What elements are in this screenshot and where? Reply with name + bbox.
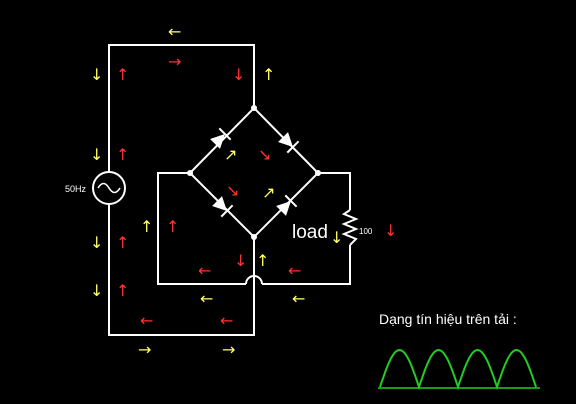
junction-left — [187, 170, 193, 176]
current-arrow: ← — [198, 261, 211, 280]
current-arrow: ↗ — [224, 145, 237, 164]
sine-wave-icon — [97, 182, 121, 194]
current-arrow: ↑ — [140, 217, 153, 236]
junction-bottom — [251, 234, 257, 240]
current-arrow: ↑ — [116, 233, 129, 252]
current-arrow: ↑ — [116, 281, 129, 300]
current-arrow: ↗ — [262, 183, 275, 202]
current-arrow: ← — [220, 311, 233, 330]
current-arrow: ↑ — [262, 65, 275, 84]
current-arrow: ↓ — [90, 281, 103, 300]
current-arrow: ↓ — [232, 65, 245, 84]
current-arrow: ↓ — [330, 228, 343, 247]
current-arrow: ↘ — [226, 181, 239, 200]
current-arrow: → — [138, 340, 151, 359]
load-loop-wire — [157, 172, 246, 285]
load-label: load — [292, 222, 328, 243]
current-arrow: ↓ — [90, 65, 103, 84]
current-arrow: ↑ — [166, 217, 179, 236]
bridge-diamond — [188, 106, 320, 239]
rectified-waveform — [379, 348, 537, 391]
current-flow-arrows: ← ↑ ↓ ↓ ↓ ↓ ↗ ↗ ↑ ↑ ← ← → → ↓ → ↓ ↑ ↑ ↑ … — [90, 22, 397, 359]
load-feed-wire — [318, 172, 351, 210]
current-arrow: ↓ — [90, 145, 103, 164]
current-arrow: ← — [140, 311, 153, 330]
current-arrow: ↓ — [384, 221, 397, 240]
current-arrow: ← — [168, 22, 181, 41]
junction-top — [251, 105, 257, 111]
current-arrow: ↑ — [256, 251, 269, 270]
signal-title: Dạng tín hiệu trên tải : — [379, 311, 517, 327]
current-arrow: ↘ — [258, 145, 271, 164]
current-arrow: ↑ — [116, 145, 129, 164]
current-arrow: ↓ — [234, 251, 247, 270]
load-resistance-label: 100 — [359, 227, 373, 236]
current-arrow: ← — [288, 261, 301, 280]
current-arrow: ↓ — [90, 233, 103, 252]
current-arrow: ← — [292, 289, 305, 308]
junction-right — [315, 170, 321, 176]
load-return-wire — [262, 245, 351, 285]
load-resistor — [341, 209, 359, 246]
ac-source — [92, 171, 126, 205]
current-arrow: ← — [200, 289, 213, 308]
source-frequency-label: 50Hz — [65, 184, 87, 194]
current-arrow: → — [222, 340, 235, 359]
current-arrow: ↑ — [116, 65, 129, 84]
current-arrow: → — [168, 52, 181, 71]
